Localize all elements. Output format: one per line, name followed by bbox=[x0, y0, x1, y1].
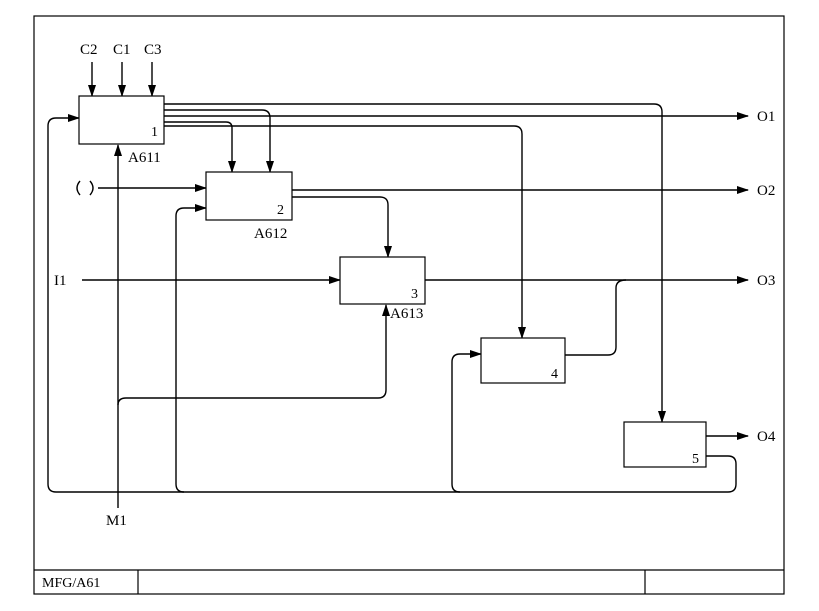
tunnel-symbol-left bbox=[76, 180, 81, 196]
arrow-m1-to-box3 bbox=[117, 304, 390, 406]
output-label-o2: O2 bbox=[757, 183, 775, 199]
arrow-box2-to-box3 bbox=[292, 196, 392, 258]
tunnel-symbol-right bbox=[89, 180, 94, 196]
control-label-c3: C3 bbox=[144, 42, 162, 58]
control-label-c1: C1 bbox=[113, 42, 131, 58]
activity-number-4: 4 bbox=[551, 367, 558, 382]
output-label-o3: O3 bbox=[757, 273, 775, 289]
arrow-box1-to-box4 bbox=[164, 125, 526, 339]
arrow-box4-to-o3 bbox=[565, 279, 627, 356]
output-label-o4: O4 bbox=[757, 429, 776, 445]
diagram-frame bbox=[33, 15, 785, 595]
activity-box-4 bbox=[480, 337, 566, 384]
arrow-box1-to-box2-control-2 bbox=[164, 121, 236, 173]
arrow-box1-to-box5 bbox=[164, 103, 666, 423]
control-label-c2: C2 bbox=[80, 42, 98, 58]
activity-number-1: 1 bbox=[151, 125, 158, 140]
input-label-i1: I1 bbox=[54, 273, 67, 289]
activity-number-3: 3 bbox=[411, 287, 418, 302]
feedback-to-box4 bbox=[451, 350, 482, 493]
activity-box-5 bbox=[623, 421, 707, 468]
mechanism-label-m1: M1 bbox=[106, 513, 127, 529]
activity-ref-a613: A613 bbox=[390, 306, 423, 322]
activity-number-5: 5 bbox=[692, 452, 699, 467]
activity-box-1 bbox=[78, 95, 165, 145]
feedback-box5-to-box1 bbox=[47, 114, 737, 493]
output-label-o1: O1 bbox=[757, 109, 775, 125]
activity-ref-a612: A612 bbox=[254, 226, 287, 242]
feedback-to-box2 bbox=[175, 204, 207, 493]
activity-box-2 bbox=[205, 171, 293, 221]
activity-box-3 bbox=[339, 256, 426, 305]
activity-ref-a611: A611 bbox=[128, 150, 161, 166]
arrow-box1-to-box2-control bbox=[164, 109, 274, 173]
activity-number-2: 2 bbox=[277, 203, 284, 218]
footer-node-label: MFG/A61 bbox=[42, 576, 100, 591]
